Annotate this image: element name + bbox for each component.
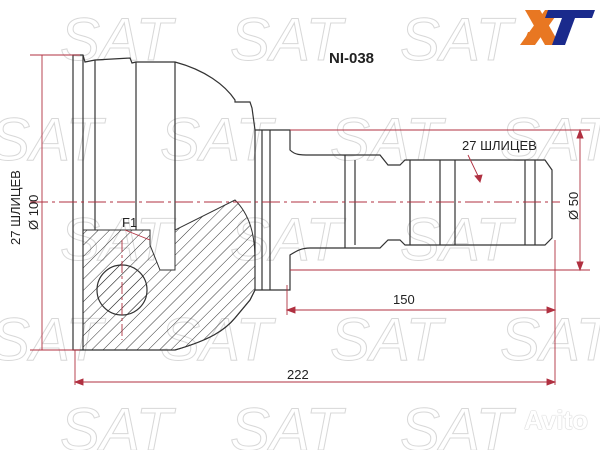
right-splines-label: 27 ШЛИЦЕВ (462, 138, 537, 153)
watermark-pattern: SAT SAT SAT SAT SAT SAT SAT SAT SAT SAT … (0, 6, 600, 450)
svg-text:SAT: SAT (60, 6, 177, 73)
svg-text:SAT: SAT (230, 396, 347, 450)
avito-watermark: Avito (523, 405, 588, 435)
dimension-lines (30, 54, 590, 386)
svg-text:SAT: SAT (160, 106, 277, 173)
left-splines-label: 27 ШЛИЦЕВ (8, 170, 23, 245)
right-diameter-label: Ø 50 (566, 191, 581, 220)
svg-text:SAT: SAT (400, 206, 517, 273)
f1-label: F1 (122, 215, 138, 230)
svg-text:SAT: SAT (0, 106, 107, 173)
shaft-length-label: 150 (393, 292, 415, 307)
svg-text:SAT: SAT (400, 396, 517, 450)
part-number: NI-038 (329, 50, 375, 67)
svg-text:SAT: SAT (330, 306, 447, 373)
svg-text:SAT: SAT (230, 6, 347, 73)
left-diameter-label: Ø 100 (26, 194, 41, 230)
svg-text:SAT: SAT (330, 106, 447, 173)
svg-text:SAT: SAT (500, 306, 600, 373)
brand-logo (520, 10, 595, 45)
svg-text:SAT: SAT (60, 396, 177, 450)
svg-text:SAT: SAT (400, 6, 517, 73)
svg-text:SAT: SAT (500, 106, 600, 173)
total-length-label: 222 (287, 367, 309, 382)
